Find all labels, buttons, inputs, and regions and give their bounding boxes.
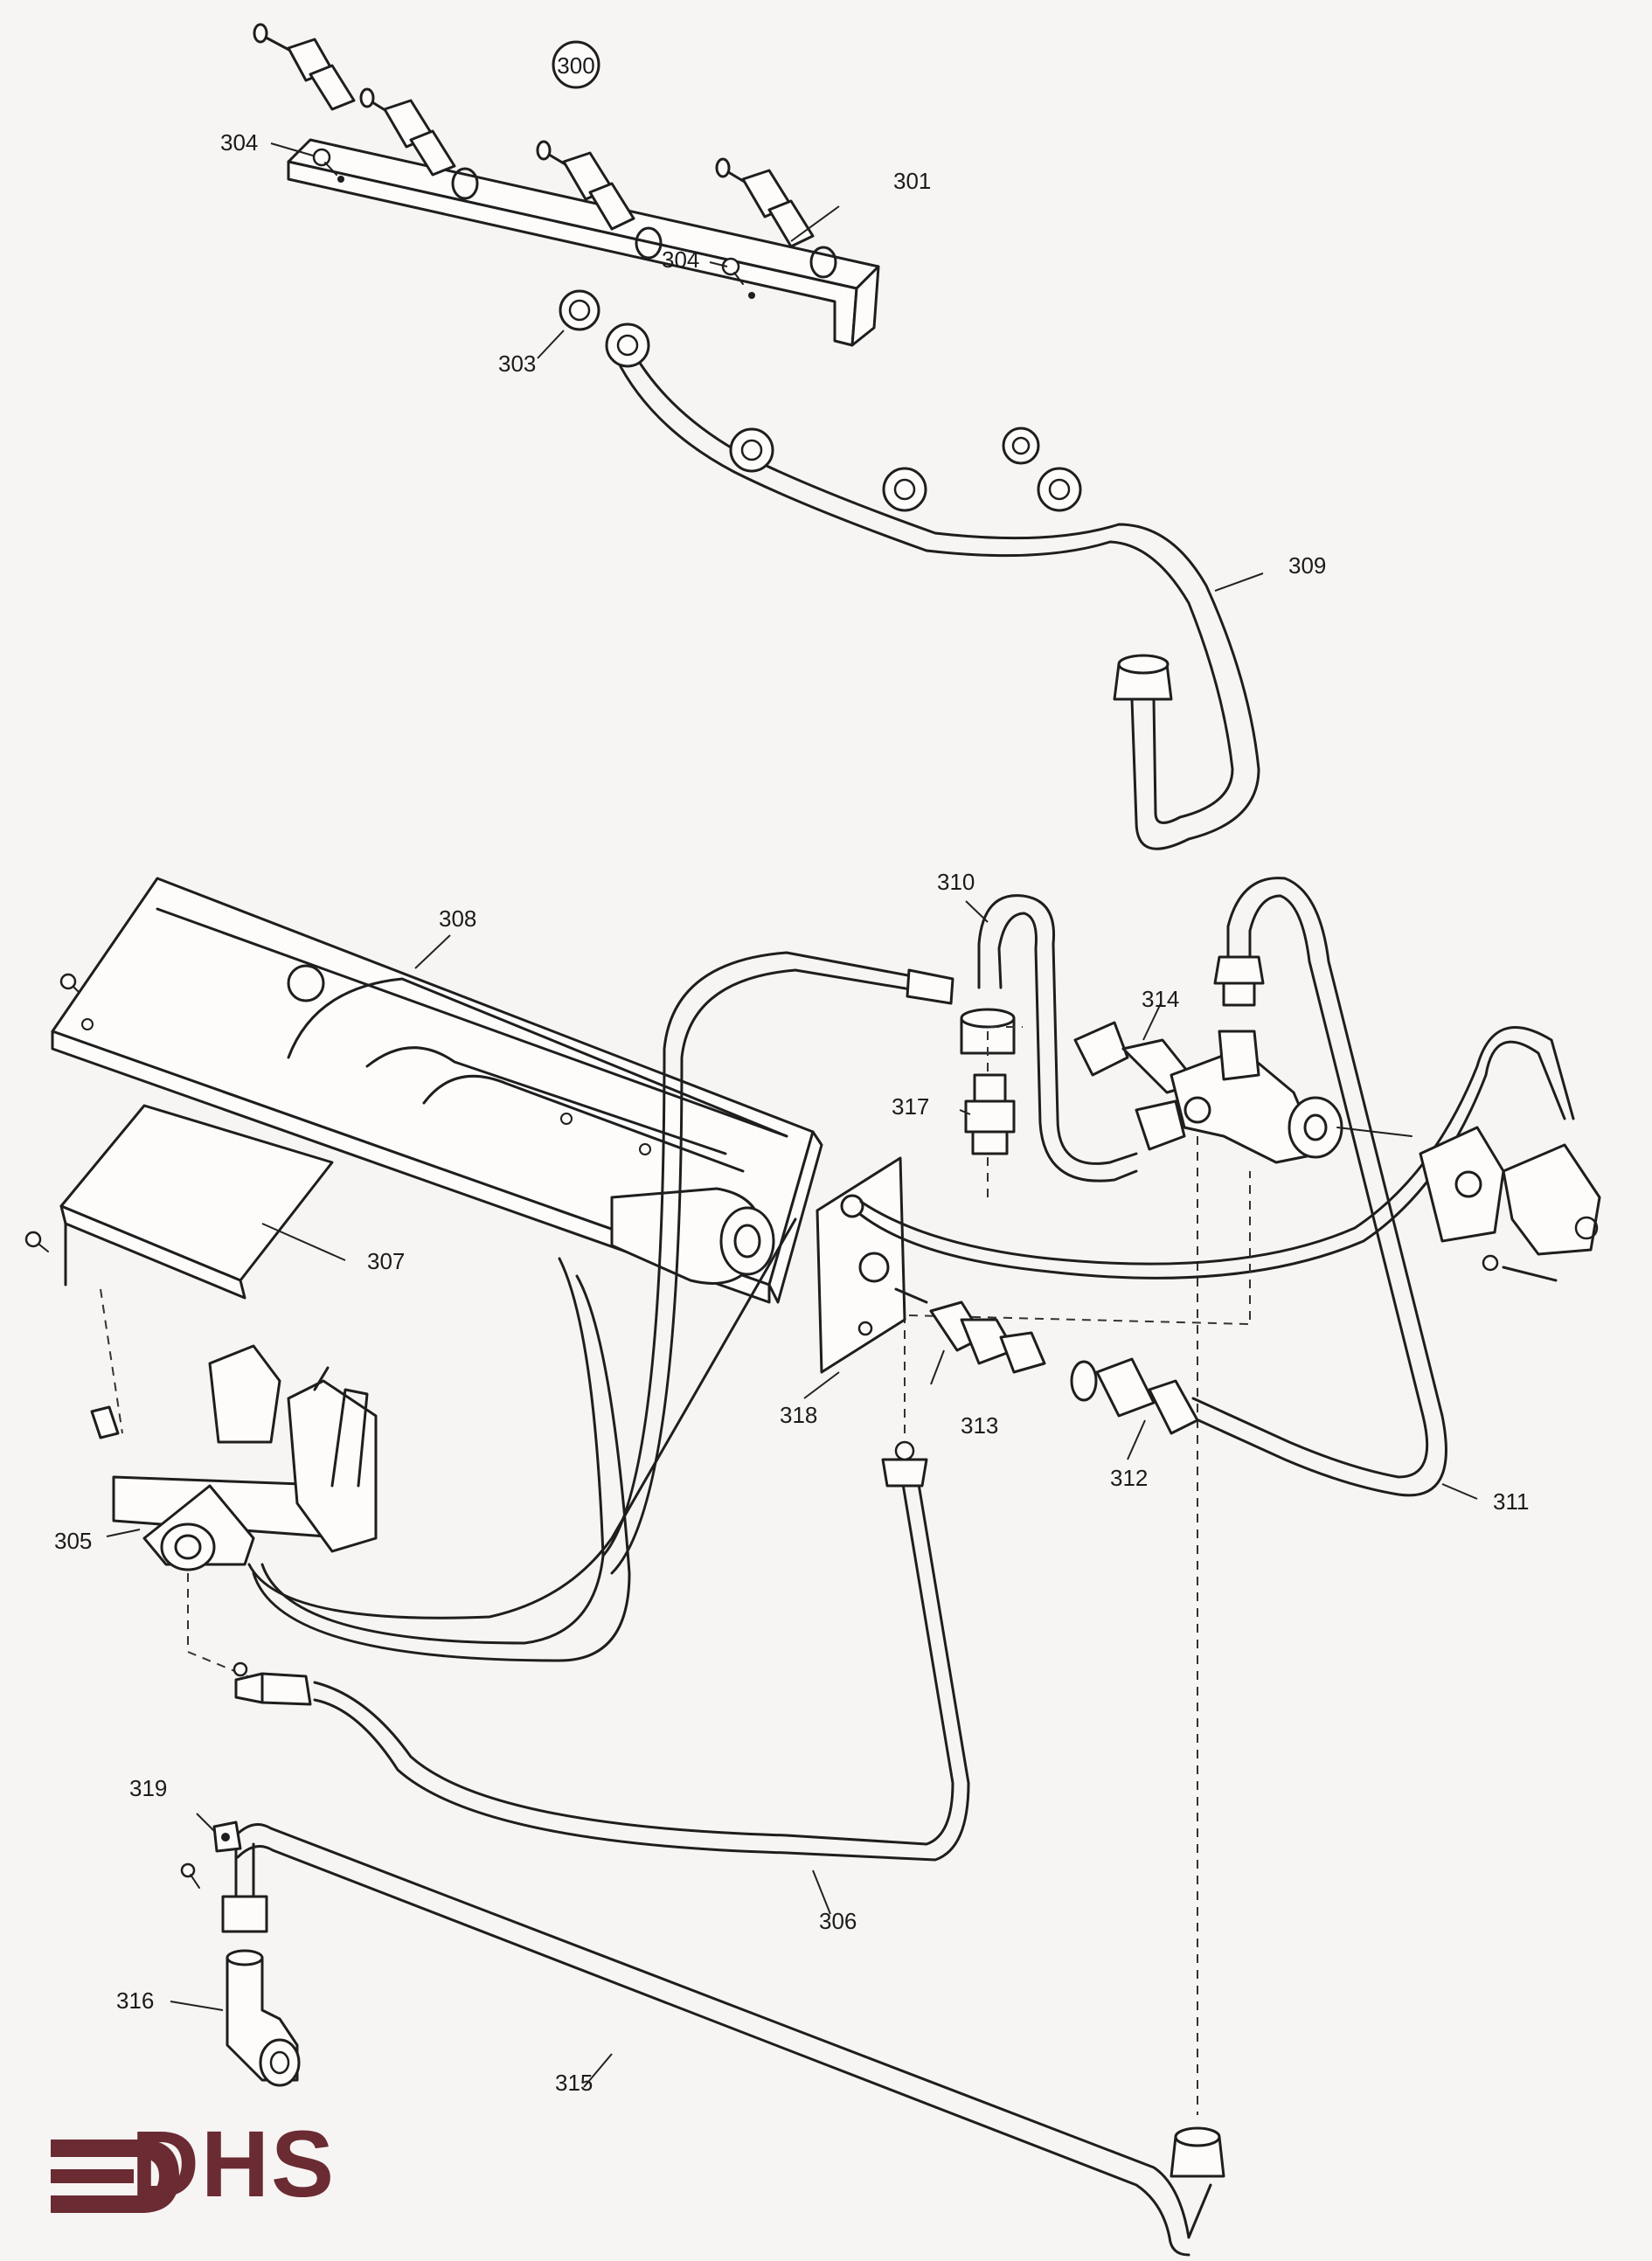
fitting-313 xyxy=(894,1287,1046,1374)
pilot-assembly-305 xyxy=(90,1344,378,1571)
dhs-logo-text: DHS xyxy=(131,2111,337,2216)
assembly-number-300: 300 xyxy=(552,40,600,89)
callout-301: 301 xyxy=(893,168,931,194)
callout-303: 303 xyxy=(498,350,536,377)
callout-319: 319 xyxy=(129,1775,167,1801)
thermocouple-wire xyxy=(859,1026,1575,1280)
tube-311 xyxy=(1187,877,1447,1497)
tube-310 xyxy=(960,894,1138,1183)
callout-309: 309 xyxy=(1288,552,1326,579)
callout-317: 317 xyxy=(892,1093,929,1120)
leader-lines xyxy=(106,142,1478,2088)
bracket-318 xyxy=(816,1156,906,1374)
svg-text:300: 300 xyxy=(557,52,594,79)
callout-312: 312 xyxy=(1110,1465,1148,1491)
callout-310: 310 xyxy=(937,869,975,895)
fitting-312 xyxy=(1070,1357,1199,1435)
screw-304-upper xyxy=(312,148,337,176)
manifold-tube-309 xyxy=(605,323,1260,850)
burner-tray-308 xyxy=(51,877,823,1304)
orifice-fitting xyxy=(536,140,635,231)
callout-313: 313 xyxy=(961,1412,998,1439)
orifice-fitting xyxy=(253,23,356,111)
valve-bracket-301 xyxy=(253,23,880,347)
fitting-317 xyxy=(964,1073,1016,1155)
tube-315 xyxy=(221,1823,1225,2257)
clip-319 xyxy=(180,1821,242,1889)
pilot-tubing xyxy=(247,951,954,1662)
callout-315: 315 xyxy=(555,2070,593,2096)
pilot-tube-306 xyxy=(233,1440,970,1862)
callout-304-lower: 304 xyxy=(662,246,699,273)
callout-311: 311 xyxy=(1493,1488,1529,1515)
nut-303 xyxy=(559,289,600,331)
shield-307 xyxy=(24,1104,334,1300)
screw-304-lower xyxy=(721,257,744,285)
dhs-logo-mark xyxy=(51,2140,179,2213)
orifice-fitting xyxy=(715,157,815,248)
callout-304-upper: 304 xyxy=(220,129,258,156)
callout-306: 306 xyxy=(819,1908,857,1934)
orifice-fitting xyxy=(359,87,456,177)
elbow-316 xyxy=(226,1949,301,2087)
valve-tee-314 xyxy=(1073,1021,1413,1164)
callout-318: 318 xyxy=(780,1402,817,1428)
callout-307: 307 xyxy=(367,1248,405,1274)
callout-308: 308 xyxy=(439,905,476,932)
callout-305: 305 xyxy=(54,1528,92,1554)
callout-314: 314 xyxy=(1142,986,1179,1012)
callout-316: 316 xyxy=(116,1987,154,2014)
switch-bracket xyxy=(1419,1126,1601,1282)
